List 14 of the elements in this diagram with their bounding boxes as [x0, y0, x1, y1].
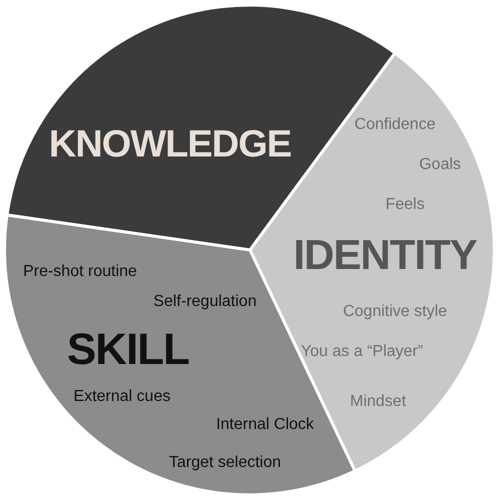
- section-heading: KNOWLEDGE: [48, 124, 292, 166]
- item-text: Pre-shot routine: [23, 263, 137, 281]
- section-heading: SKILL: [66, 325, 190, 375]
- item-text: Self-regulation: [153, 293, 257, 311]
- item-text: Mindset: [350, 393, 406, 411]
- item-text: You as a “Player”: [300, 343, 424, 361]
- item-text: Confidence: [354, 116, 436, 134]
- item-text: Feels: [385, 196, 425, 214]
- item-text: Goals: [419, 156, 461, 174]
- item-text: Internal Clock: [216, 416, 314, 434]
- item-text: Cognitive style: [342, 303, 448, 321]
- item-text: Target selection: [168, 454, 282, 472]
- section-heading: IDENTITY: [293, 231, 477, 279]
- item-text: External cues: [74, 388, 170, 406]
